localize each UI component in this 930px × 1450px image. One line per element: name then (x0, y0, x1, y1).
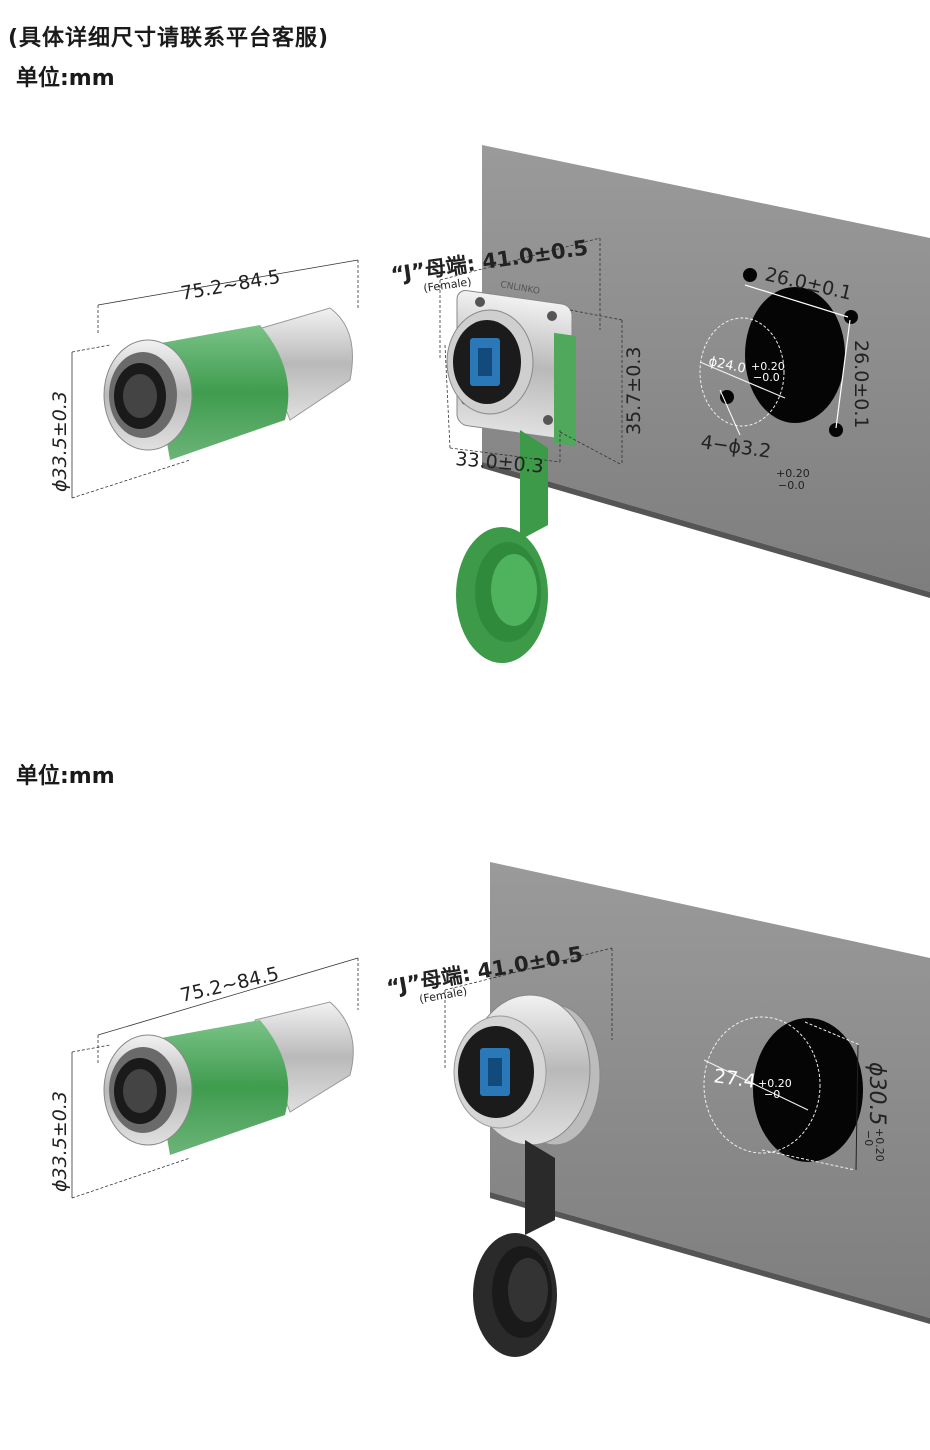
center-tol-plus: +0.20 (751, 360, 785, 373)
flat-tol-plus: +0.20 (758, 1077, 792, 1090)
header-note: (具体详细尺寸请联系平台客服) (8, 26, 330, 51)
plug-length-dim: 75.2~84.5 (179, 266, 282, 305)
mount-hole (844, 310, 858, 324)
cable-plug-2 (103, 1001, 354, 1155)
section1-diagram: 26.0±0.1 26.0±0.1 ϕ24.0 +0.20 −0.0 4−ϕ3.… (49, 145, 930, 663)
plug-diameter-dim-2: ϕ33.5±0.3 (49, 1091, 71, 1192)
mounting-panel-2 (490, 862, 930, 1324)
dust-cap-2 (473, 1140, 557, 1357)
plug-dim-lines (71, 259, 359, 499)
panel-socket: CNLINKO (446, 280, 576, 446)
dia-tol-minus: −0 (862, 1130, 875, 1146)
mount-hole (829, 423, 843, 437)
dia-tol-plus: +0.20 (873, 1128, 886, 1162)
plug-dim-lines-2 (71, 957, 359, 1199)
mount-tol-minus: −0.0 (778, 479, 805, 492)
cable-plug (103, 307, 353, 460)
plug-length-dim-2: 75.2~84.5 (178, 963, 281, 1007)
plug-diameter-dim: ϕ33.5±0.3 (49, 391, 71, 492)
socket-height-dim: 35.7±0.3 (623, 347, 645, 435)
center-tol-minus: −0.0 (753, 371, 780, 384)
socket-dim-lines-2 (444, 947, 613, 1070)
flat-tol-minus: −0 (764, 1088, 780, 1101)
panel-cutout-2 (703, 1016, 863, 1171)
section2-diagram: 27.4 +0.20 −0 ϕ30.5 +0.20 −0 75.2~84.5 ϕ… (49, 862, 930, 1357)
cutout-diameter-dim: ϕ30.5 (864, 1062, 889, 1126)
mount-tol-plus: +0.20 (776, 467, 810, 480)
unit-label: 单位:mm (16, 66, 115, 91)
panel-socket-2 (453, 994, 601, 1146)
mount-hole (720, 390, 734, 404)
panel-cutout (699, 268, 858, 437)
mount-hole (743, 268, 757, 282)
socket-dim-lines (439, 237, 623, 466)
dust-cap (456, 430, 548, 663)
unit-label-2: 单位:mm (16, 764, 115, 789)
hole-spacing-v: 26.0±0.1 (850, 340, 872, 428)
mounting-panel (482, 145, 930, 598)
